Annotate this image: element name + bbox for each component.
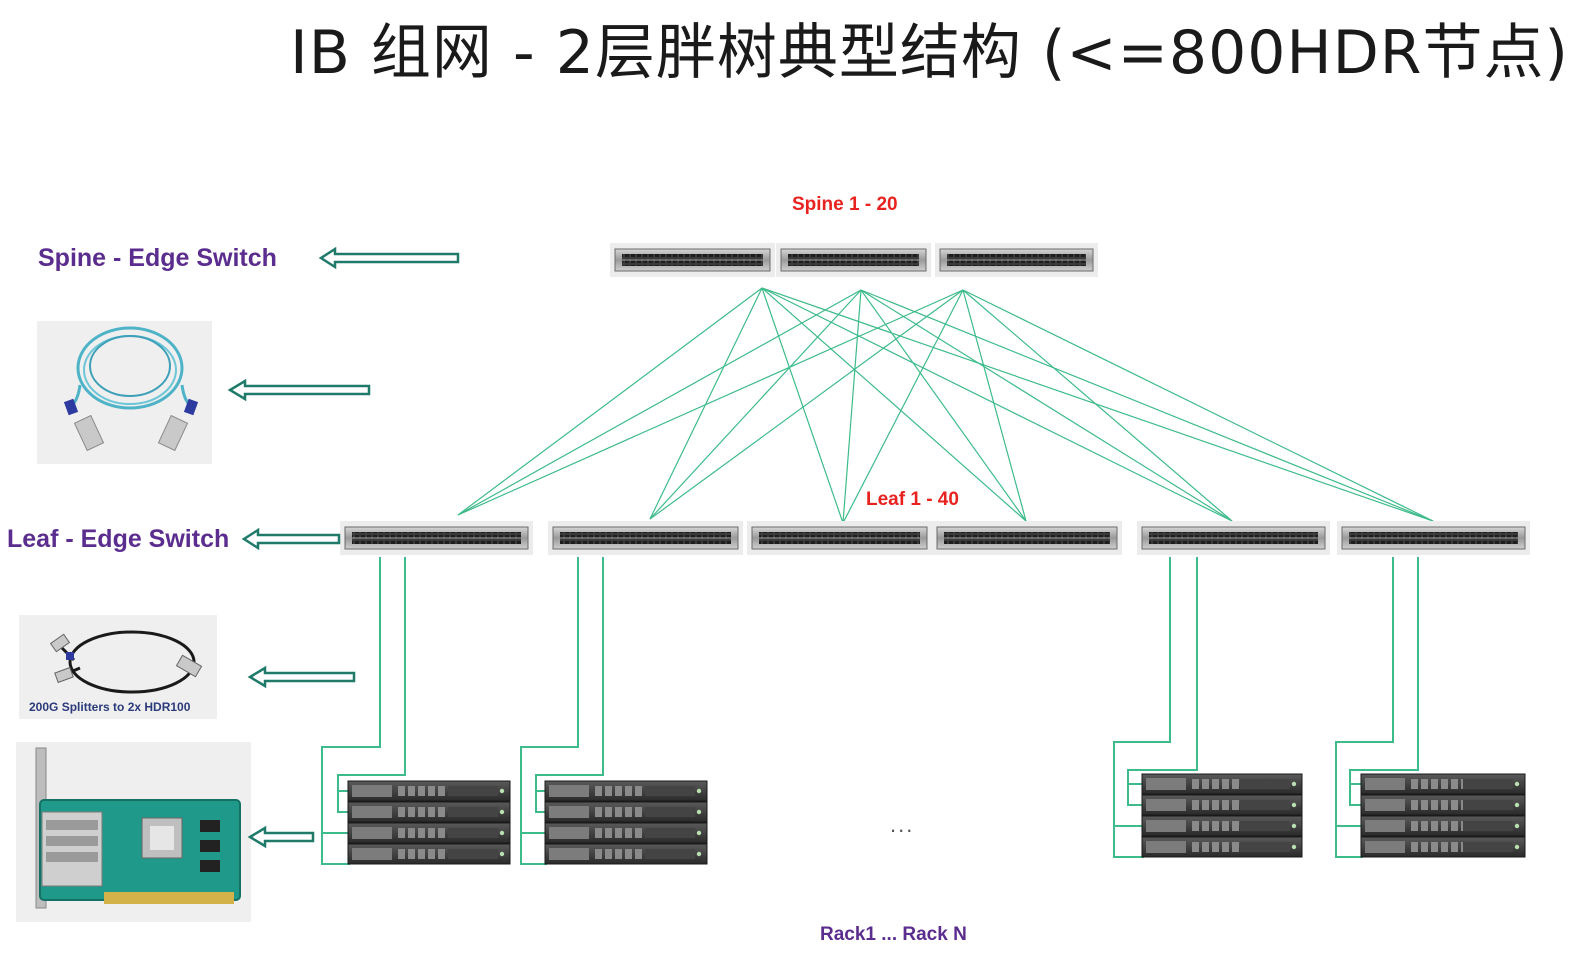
link-s1-l3 <box>761 287 844 524</box>
rack-3-server-3 <box>1141 815 1303 837</box>
link-s1-l5 <box>761 287 1233 522</box>
rack-ellipsis: ... <box>890 812 915 837</box>
link-s1-l4 <box>761 287 1027 522</box>
link-s3-l6 <box>962 289 1434 522</box>
link-s1-l1 <box>457 287 763 516</box>
rack-2-uplink-a <box>520 557 579 865</box>
rack-4-server-3 <box>1360 815 1526 837</box>
link-s2-l5 <box>860 289 1233 522</box>
rack-4-uplink-c <box>1349 557 1419 806</box>
rack-4-server-1 <box>1360 773 1526 795</box>
splitter-cable-icon <box>49 630 203 694</box>
leaf-range-label: Leaf 1 - 40 <box>866 489 959 510</box>
link-s3-l1 <box>457 289 964 516</box>
splitter-caption: 200G Splitters to 2x HDR100 <box>29 700 191 714</box>
spine-switch-group <box>610 243 1098 277</box>
splitter-arrow-icon <box>247 665 356 689</box>
rack-2-server-3 <box>544 822 708 844</box>
spine-leaf-links <box>457 287 1434 524</box>
network-adapter-icon <box>35 747 241 909</box>
page-title: IB 组网 - 2层胖树典型结构 (<=800HDR节点) <box>290 18 1569 88</box>
link-s2-l2 <box>649 289 862 520</box>
rack-1-server-4 <box>347 843 511 865</box>
link-s1-l6 <box>761 287 1434 522</box>
rack-3-uplink-c <box>1127 557 1198 806</box>
rack-4-server-2 <box>1360 794 1526 816</box>
rack-3-server-1 <box>1141 773 1303 795</box>
link-s2-l4 <box>860 289 1027 522</box>
rack-2-uplink-c <box>535 557 604 813</box>
link-s3-l4 <box>962 289 1027 522</box>
rack-2-server-2 <box>544 801 708 823</box>
spine-arrow-icon <box>318 246 460 270</box>
leaf-switch-3 <box>747 521 932 555</box>
rack-range-label: Rack1 ... Rack N <box>820 924 967 945</box>
leaf-server-links <box>321 557 1419 865</box>
rack-1-server-2 <box>347 801 511 823</box>
leaf-switch-1 <box>340 521 533 555</box>
spine-range-label: Spine 1 - 20 <box>792 194 898 215</box>
spine-switch-3 <box>935 243 1098 277</box>
link-s1-l2 <box>649 287 763 520</box>
rack-1-uplink-a <box>321 557 381 865</box>
rack-1-server-1 <box>347 780 511 802</box>
link-s3-l2 <box>649 289 964 520</box>
rack-4-uplink-a <box>1335 557 1394 858</box>
rack-1-uplink-c <box>337 557 406 813</box>
server-racks <box>347 773 1526 865</box>
link-s2-l1 <box>457 289 862 516</box>
leaf-switch-5 <box>1137 521 1330 555</box>
leaf-switch-2 <box>548 521 743 555</box>
leaf-switch-group <box>340 521 1530 555</box>
rack-4-server-4 <box>1360 836 1526 858</box>
link-s2-l3 <box>842 289 862 524</box>
leaf-arrow-icon <box>241 527 341 551</box>
rack-2-server-1 <box>544 780 708 802</box>
spine-switch-2 <box>776 243 931 277</box>
spine-edge-switch-label: Spine - Edge Switch <box>38 244 277 272</box>
rack-2-server-4 <box>544 843 708 865</box>
link-s3-l5 <box>962 289 1233 522</box>
optical-cable-icon <box>63 326 199 452</box>
cable-arrow-icon <box>227 378 371 402</box>
spine-switch-1 <box>610 243 775 277</box>
link-s3-l3 <box>842 289 964 524</box>
leaf-switch-4 <box>932 521 1122 555</box>
hca-arrow-icon <box>247 825 315 849</box>
rack-3-server-2 <box>1141 794 1303 816</box>
rack-3-server-4 <box>1141 836 1303 858</box>
leaf-switch-6 <box>1337 521 1530 555</box>
leaf-edge-switch-label: Leaf - Edge Switch <box>7 525 230 553</box>
rack-1-server-3 <box>347 822 511 844</box>
rack-3-uplink-a <box>1113 557 1171 858</box>
link-s2-l6 <box>860 289 1434 522</box>
